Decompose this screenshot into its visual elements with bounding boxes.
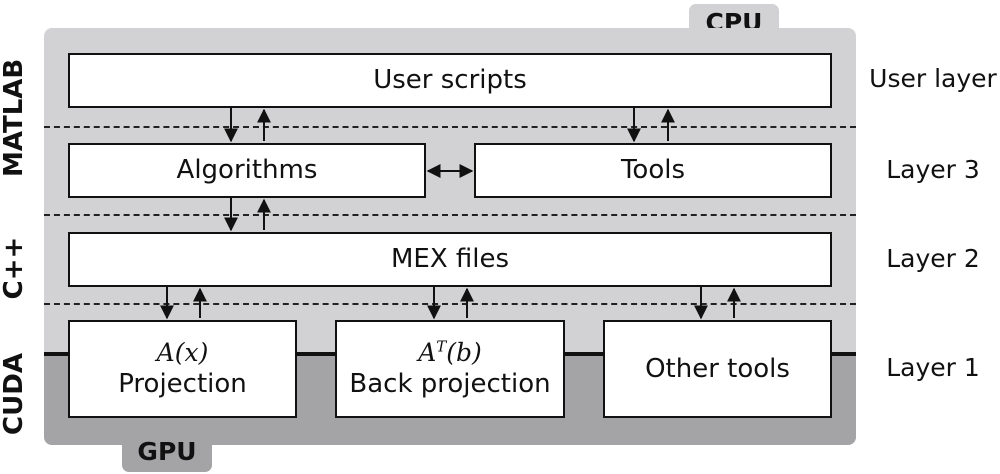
layer-3-label: Layer 3	[886, 155, 980, 184]
projection-label: Projection	[118, 369, 247, 400]
back-projection-box: AT(b) Back projection	[335, 320, 565, 418]
user-layer-label: User layer	[869, 64, 997, 93]
back-projection-label: Back projection	[349, 369, 551, 400]
other-tools-label: Other tools	[645, 353, 790, 384]
user-scripts-label: User scripts	[373, 65, 527, 96]
separator-user-layer3	[44, 126, 856, 128]
tools-label: Tools	[620, 155, 686, 186]
tools-box: Tools	[474, 143, 832, 198]
matlab-label: MATLAB	[0, 58, 29, 177]
algorithms-label: Algorithms	[176, 155, 318, 186]
user-scripts-box: User scripts	[68, 53, 832, 108]
algorithms-box: Algorithms	[68, 143, 426, 198]
back-projection-formula: AT(b)	[418, 337, 482, 368]
layer-2-label: Layer 2	[886, 244, 980, 273]
cpp-label: C++	[0, 236, 29, 300]
mex-files-label: MEX files	[390, 244, 510, 275]
projection-formula: A(x)	[156, 338, 209, 368]
other-tools-box: Other tools	[603, 320, 832, 418]
layer-1-label: Layer 1	[886, 353, 980, 382]
cuda-label: CUDA	[0, 353, 29, 435]
mex-files-box: MEX files	[68, 232, 832, 287]
separator-layer2-layer1	[44, 303, 856, 305]
gpu-tab: GPU	[122, 430, 212, 472]
separator-layer3-layer2	[44, 214, 856, 216]
projection-box: A(x) Projection	[68, 320, 297, 418]
